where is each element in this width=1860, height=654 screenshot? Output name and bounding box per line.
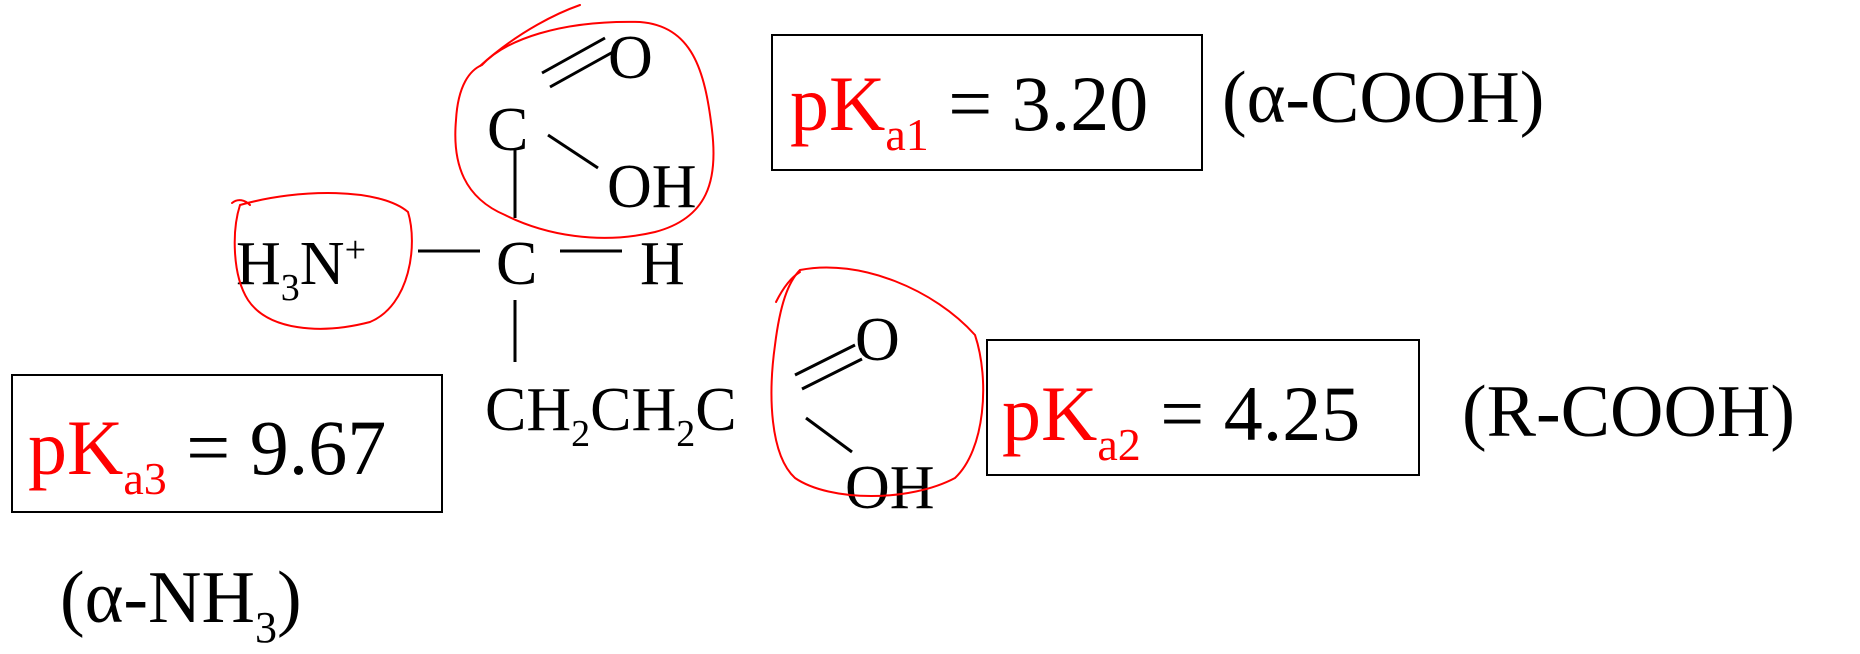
pka2-value: pKa2 = 4.25 [1002,370,1360,470]
molecule-atoms: O C OH H3N+ C H CH2CH2C O OH [236,24,935,522]
amine-group: H3N+ [236,229,366,309]
pka3-group-pre: (α-NH [60,557,255,639]
side-chain: CH2CH2C [485,376,737,455]
pka1-number: = 3.20 [929,60,1149,147]
pka3-label: pKa3 = 9.67 (α-NH3) [11,374,443,652]
chain-carboxyl-carbon: C [695,376,736,444]
alpha-carboxyl-circle [454,20,715,239]
amine-h-subscript: 3 [281,267,300,309]
amine-charge: + [345,229,366,271]
pka3-group: (α-NH3) [60,557,302,652]
pka3-group-subscript: 3 [255,603,277,652]
side-carbonyl-bond-a [794,343,856,377]
amine-h: H [236,230,281,298]
pka3-number: = 9.67 [167,404,387,491]
chain-ch-2: CH [590,376,676,444]
top-carbonyl-bond-b [549,50,614,89]
alpha-carbon: C [496,230,537,298]
pka1-subscript: a1 [885,109,928,160]
side-carboxyl-circle [770,266,985,497]
handwritten-circles [231,4,985,497]
pka1-label: pKa1 = 3.20 (α-COOH) [771,34,1544,171]
amine-circle-tail [231,199,251,206]
alpha-hydrogen: H [640,230,685,298]
pka1-box [771,34,1203,171]
pka2-subscript: a2 [1097,419,1140,470]
pka2-number: = 4.25 [1141,370,1361,457]
pka2-label: pKa2 = 4.25 (R-COOH) [986,339,1795,476]
alpha-carboxyl-circle-tail [479,4,581,67]
pka2-box [986,339,1420,476]
top-carbonyl-bond-a [541,36,606,75]
pka1-value: pKa1 = 3.20 [790,60,1148,160]
top-oxygen: O [608,24,653,92]
pka3-subscript: a3 [123,453,166,504]
pka1-group: (α-COOH) [1222,57,1544,139]
pka3-value: pKa3 = 9.67 [28,404,386,504]
molecule-bonds [418,36,863,454]
side-carbonyl-bond-b [801,357,863,391]
side-carboxyl-circle-tail [775,271,801,303]
pka2-pk: pK [1002,370,1097,457]
side-hydroxyl: OH [845,454,935,522]
pka3-pk: pK [28,404,123,491]
amine-n: N [300,230,345,298]
chain-ch-1: CH [485,376,571,444]
chain-ch-1-subscript: 2 [571,413,590,455]
top-carbon: C [487,96,528,164]
side-oxygen: O [855,306,900,374]
pka1-pk: pK [790,60,885,147]
side-hydroxyl-bond [805,416,853,454]
top-hydroxyl: OH [607,153,697,221]
pka3-group-post: ) [277,557,302,639]
amine-circle [233,192,413,330]
chain-ch-2-subscript: 2 [676,413,695,455]
pka2-group: (R-COOH) [1462,371,1795,453]
top-hydroxyl-bond [547,133,599,170]
pka3-box [11,374,443,513]
